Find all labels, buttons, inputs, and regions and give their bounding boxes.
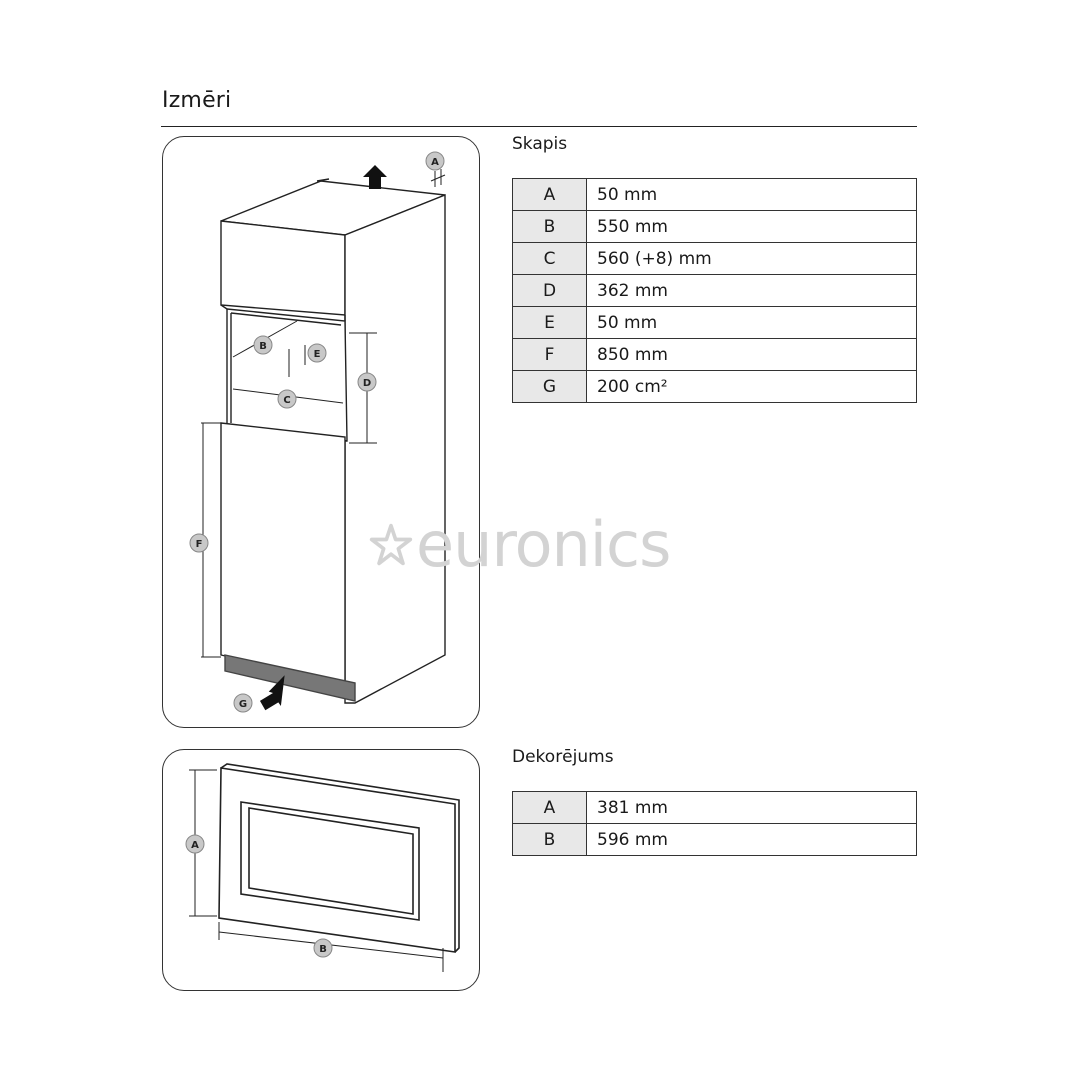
cabinet-diagram-panel: A B E D C F G	[162, 136, 480, 728]
label-circle-b: B	[253, 335, 273, 355]
label-circle-b: B	[313, 938, 333, 958]
spec-key: D	[512, 274, 587, 307]
page-title: Izmēri	[162, 88, 232, 113]
decor-diagram-panel: A B	[162, 749, 480, 991]
watermark-logo: euronics	[368, 508, 671, 581]
label-circle-g: G	[233, 693, 253, 713]
spec-key: A	[512, 791, 587, 824]
svg-text:A: A	[191, 840, 199, 851]
spec-value: 550 mm	[586, 210, 917, 243]
svg-text:E: E	[314, 349, 321, 360]
spec-key: B	[512, 210, 587, 243]
cabinet-section-title: Skapis	[512, 134, 568, 154]
cabinet-diagram: A B E D C F G	[189, 151, 446, 713]
label-circle-d: D	[357, 372, 377, 392]
spec-key: E	[512, 306, 587, 339]
label-circle-e: E	[307, 343, 327, 363]
spec-value: 362 mm	[586, 274, 917, 307]
svg-text:C: C	[283, 395, 290, 406]
spec-value: 596 mm	[586, 823, 917, 856]
svg-text:F: F	[196, 539, 203, 550]
spec-key: F	[512, 338, 587, 371]
svg-text:B: B	[319, 944, 327, 955]
spec-key: B	[512, 823, 587, 856]
svg-text:B: B	[259, 341, 267, 352]
spec-key: A	[512, 178, 587, 211]
spec-value: 200 cm²	[586, 370, 917, 403]
spec-value: 50 mm	[586, 306, 917, 339]
label-circle-f: F	[189, 533, 209, 553]
spec-key: C	[512, 242, 587, 275]
label-circle-a: A	[425, 151, 445, 171]
decor-diagram: A B	[185, 763, 460, 972]
svg-text:D: D	[363, 378, 371, 389]
spec-key: G	[512, 370, 587, 403]
decor-section-title: Dekorējums	[512, 747, 614, 767]
title-divider	[161, 126, 917, 127]
spec-value: 850 mm	[586, 338, 917, 371]
watermark-text: euronics	[416, 508, 671, 581]
svg-text:A: A	[431, 157, 439, 168]
spec-value: 560 (+8) mm	[586, 242, 917, 275]
star-icon	[369, 523, 413, 565]
spec-value: 50 mm	[586, 178, 917, 211]
svg-text:G: G	[239, 699, 247, 710]
label-circle-c: C	[277, 389, 297, 409]
label-circle-a: A	[185, 834, 205, 854]
spec-value: 381 mm	[586, 791, 917, 824]
